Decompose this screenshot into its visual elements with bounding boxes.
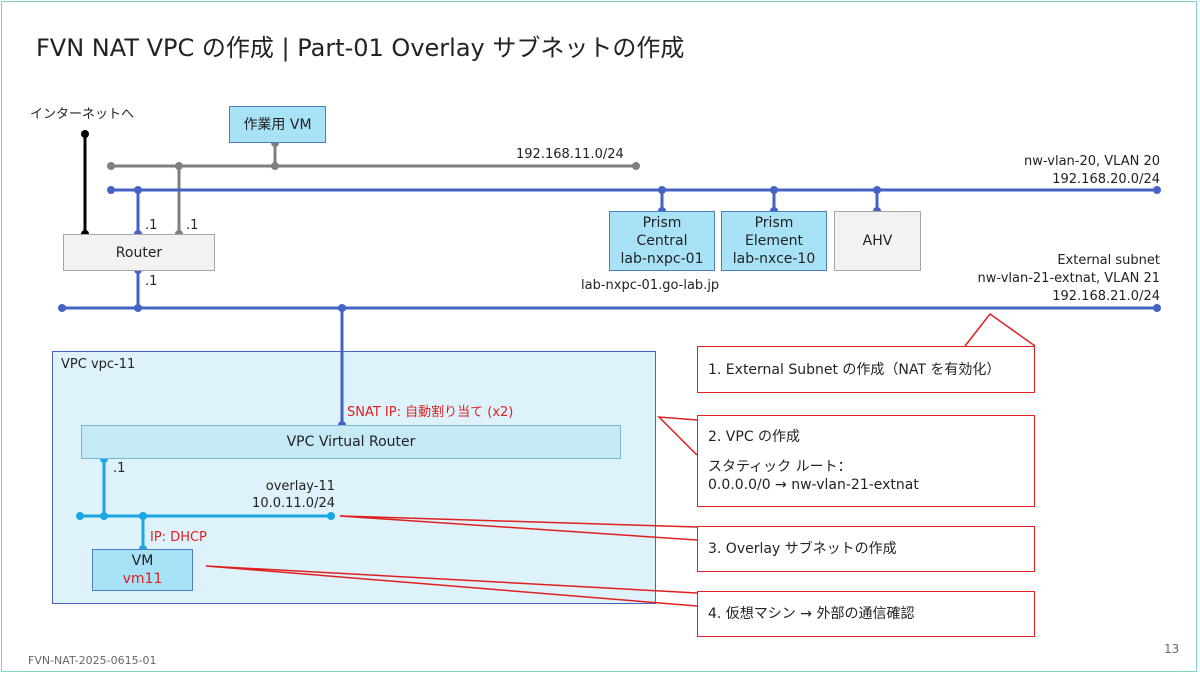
callout3-pointer <box>339 515 698 541</box>
router-vlan20-net-dot <box>134 186 142 194</box>
prism-element-box: Prism Element lab-nxce-10 <box>721 211 827 271</box>
callout4-pointer <box>205 565 698 607</box>
overlay-left-dot <box>76 512 84 520</box>
vlan20-cidr-label: 192.168.20.0/24 <box>1052 172 1160 187</box>
overlay-right-dot <box>327 512 335 520</box>
callout-2-line2: 0.0.0.0/0 → nw-vlan-21-extnat <box>708 477 919 493</box>
ahv-net-dot <box>873 186 881 194</box>
vm-name-label: vm11 <box>122 571 163 587</box>
internet-label: インターネットへ <box>30 107 135 122</box>
overlay-cidr-label: 10.0.11.0/24 <box>252 496 335 511</box>
prism-element-line2: Element <box>745 233 803 249</box>
router-box: Router <box>63 234 215 271</box>
callout1-pointer <box>964 312 1036 347</box>
external-subnet-name: nw-vlan-21-extnat, VLAN 21 <box>977 271 1160 286</box>
prism-element-line1: Prism <box>754 215 794 231</box>
vlan20-name-label: nw-vlan-20, VLAN 20 <box>1024 154 1160 169</box>
prism-central-line3: lab-nxpc-01 <box>620 251 704 267</box>
external-subnet-title: External subnet <box>1057 253 1160 268</box>
snat-ip-label: SNAT IP: 自動割り当て (x2) <box>347 405 514 420</box>
router-vlan20-ip-label: .1 <box>145 218 158 233</box>
router-gray-net-dot <box>175 162 183 170</box>
vpc-name-label: VPC vpc-11 <box>61 357 136 372</box>
ahv-label: AHV <box>862 233 893 249</box>
vm-ip-dhcp-label: IP: DHCP <box>150 530 207 545</box>
page-title: FVN NAT VPC の作成 | Part-01 Overlay サブネットの… <box>36 34 685 62</box>
router-ext-ip-label: .1 <box>145 274 158 289</box>
ext-left-dot <box>58 304 66 312</box>
vm-overlay-net-dot <box>139 512 147 520</box>
work-vm-label: 作業用 VM <box>243 116 312 133</box>
vlan20-right-dot <box>1153 186 1161 194</box>
prism-element-line3: lab-nxce-10 <box>732 251 816 267</box>
network-11-right-dot <box>632 162 640 170</box>
vpc-virtual-router-box: VPC Virtual Router <box>81 425 621 459</box>
ext-right-dot <box>1153 304 1161 312</box>
prism-central-line1: Prism <box>642 215 682 231</box>
router-gray-ip-label: .1 <box>186 218 199 233</box>
callout2-pointer <box>657 416 698 456</box>
callout-1: 1. External Subnet の作成（NAT を有効化） <box>697 346 1035 393</box>
vpc-router-label: VPC Virtual Router <box>286 434 416 450</box>
page-number: 13 <box>1164 642 1180 656</box>
external-subnet-cidr: 192.168.21.0/24 <box>1052 289 1160 304</box>
vm-label: VM <box>131 553 154 569</box>
vm-box: VM vm11 <box>92 549 193 591</box>
callout-2: 2. VPC の作成 スタティック ルート： 0.0.0.0/0 → nw-vl… <box>697 415 1035 507</box>
router-ext-net-dot <box>134 304 142 312</box>
callout-2-spacer <box>708 446 1024 458</box>
document-id: FVN-NAT-2025-0615-01 <box>28 654 157 667</box>
prism-central-box: Prism Central lab-nxpc-01 <box>609 211 715 271</box>
callout-4: 4. 仮想マシン → 外部の通信確認 <box>697 591 1035 637</box>
callout-3: 3. Overlay サブネットの作成 <box>697 526 1035 572</box>
pc-net-dot <box>658 186 666 194</box>
prism-central-line2: Central <box>636 233 688 249</box>
vlan20-left-dot <box>107 186 115 194</box>
vpc-router-overlay-ip-label: .1 <box>113 461 126 476</box>
work-vm-box: 作業用 VM <box>229 106 326 143</box>
overlay-name-label: overlay-11 <box>265 479 335 494</box>
ahv-box: AHV <box>834 211 921 271</box>
internet-uplink-end-dot <box>81 130 89 138</box>
vpc-ext-net-dot <box>338 304 346 312</box>
work-vm-net-dot <box>271 162 279 170</box>
callout-3-text: 3. Overlay サブネットの作成 <box>708 541 897 557</box>
callout-2-line1: スタティック ルート： <box>708 459 852 475</box>
prism-central-fqdn: lab-nxpc-01.go-lab.jp <box>581 278 720 293</box>
network-11-cidr-label: 192.168.11.0/24 <box>516 147 624 162</box>
callout-4-text: 4. 仮想マシン → 外部の通信確認 <box>708 606 915 622</box>
network-11-left-dot <box>107 162 115 170</box>
pe-net-dot <box>770 186 778 194</box>
router-label: Router <box>115 244 163 261</box>
overlay-router-net-dot <box>100 512 108 520</box>
callout-1-text: 1. External Subnet の作成（NAT を有効化） <box>708 361 1001 378</box>
callout-2-title: 2. VPC の作成 <box>708 429 801 445</box>
